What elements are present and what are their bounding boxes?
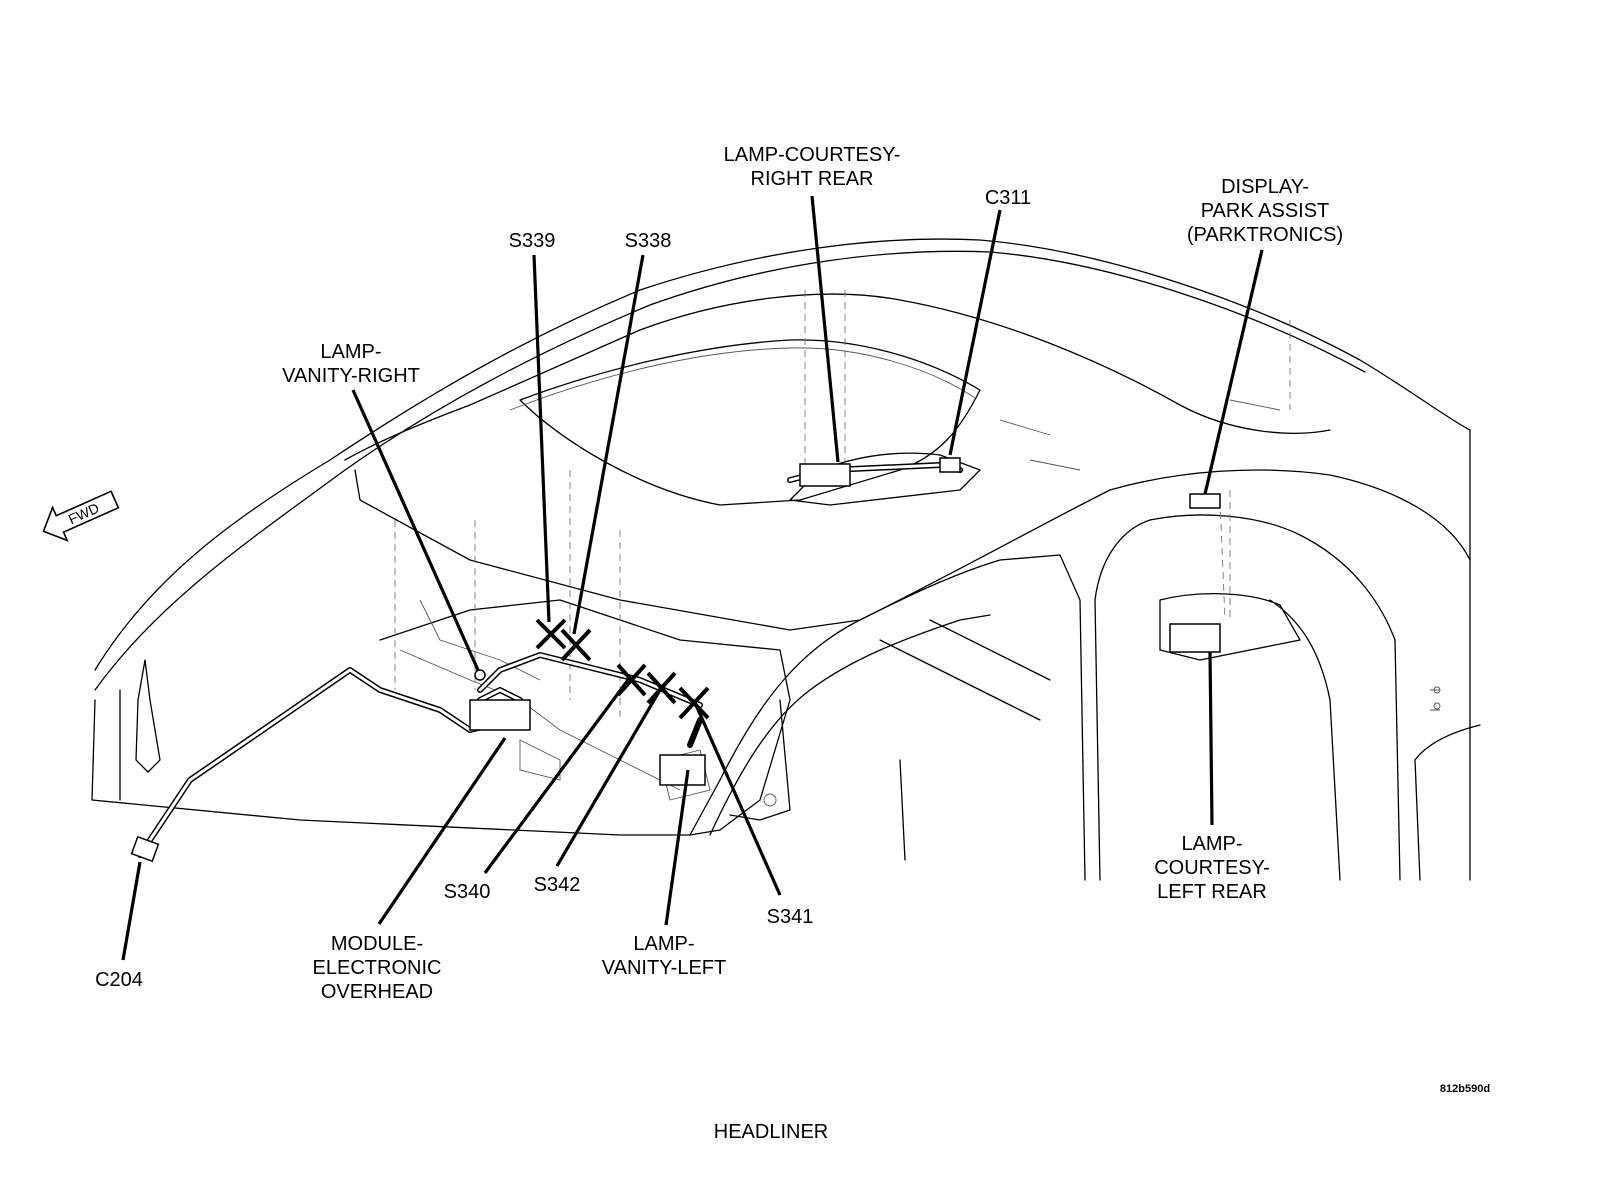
leader-c204: [121, 861, 142, 961]
wiring-harness: [137, 462, 963, 858]
label-s341: S341: [766, 906, 814, 928]
leader-c311: [948, 209, 1002, 456]
label-s340: S340: [443, 881, 491, 903]
s342-mark: [646, 671, 677, 705]
label-display-park-assist: DISPLAY- PARK ASSIST (PARKTRONICS): [1186, 176, 1344, 246]
lamp-courtesy-right-rear-body: [799, 463, 851, 487]
vehicle-body-outline: [91, 238, 1481, 881]
diagram-caption: HEADLINER: [713, 1121, 829, 1143]
label-module-electronic-overhead: MODULE- ELECTRONIC OVERHEAD: [312, 933, 442, 1003]
figure-id: 812b590d: [1439, 1083, 1491, 1095]
s338-mark: [560, 628, 592, 662]
lamp-vanity-right-body: [474, 669, 486, 681]
s341-mark: [678, 686, 710, 720]
dashed-projection-lines: [394, 290, 1291, 720]
module-electronic-overhead-body: [469, 699, 531, 731]
leader-lamp-courtesy-right-rear: [810, 195, 840, 463]
leader-s339: [532, 254, 551, 623]
display-park-assist-body: [1189, 493, 1221, 509]
label-s339: S339: [508, 230, 556, 252]
s339-mark: [535, 618, 567, 650]
leader-lamp-courtesy-left-rear: [1208, 651, 1214, 826]
leader-lamp-vanity-left: [664, 769, 690, 926]
label-c311: C311: [984, 187, 1032, 209]
label-lamp-courtesy-left-rear: LAMP- COURTESY- LEFT REAR: [1154, 833, 1270, 903]
leader-display-park-assist: [1203, 249, 1264, 495]
leader-module-electronic-overhead: [377, 737, 507, 925]
leader-s338: [572, 254, 645, 635]
label-s338: S338: [624, 230, 672, 252]
leader-s341: [694, 704, 782, 896]
label-lamp-courtesy-right-rear: LAMP-COURTESY- RIGHT REAR: [723, 144, 901, 190]
label-lamp-vanity-left: LAMP- VANITY-LEFT: [601, 933, 727, 979]
c204-connector: [130, 835, 160, 863]
label-s342: S342: [533, 874, 581, 896]
lamp-courtesy-left-rear-body: [1169, 623, 1221, 653]
components: [130, 457, 1221, 863]
leader-s342: [555, 689, 662, 867]
leader-lines: [121, 195, 1264, 961]
lamp-vanity-left-body: [659, 754, 706, 786]
leader-s340: [483, 679, 630, 874]
fwd-arrow: FWD: [42, 490, 120, 542]
label-c204: C204: [95, 969, 143, 991]
c311-connector: [939, 457, 961, 473]
splice-marks: [535, 618, 710, 720]
leader-lamp-vanity-right: [351, 389, 480, 671]
label-lamp-vanity-right: LAMP- VANITY-RIGHT: [282, 341, 420, 387]
